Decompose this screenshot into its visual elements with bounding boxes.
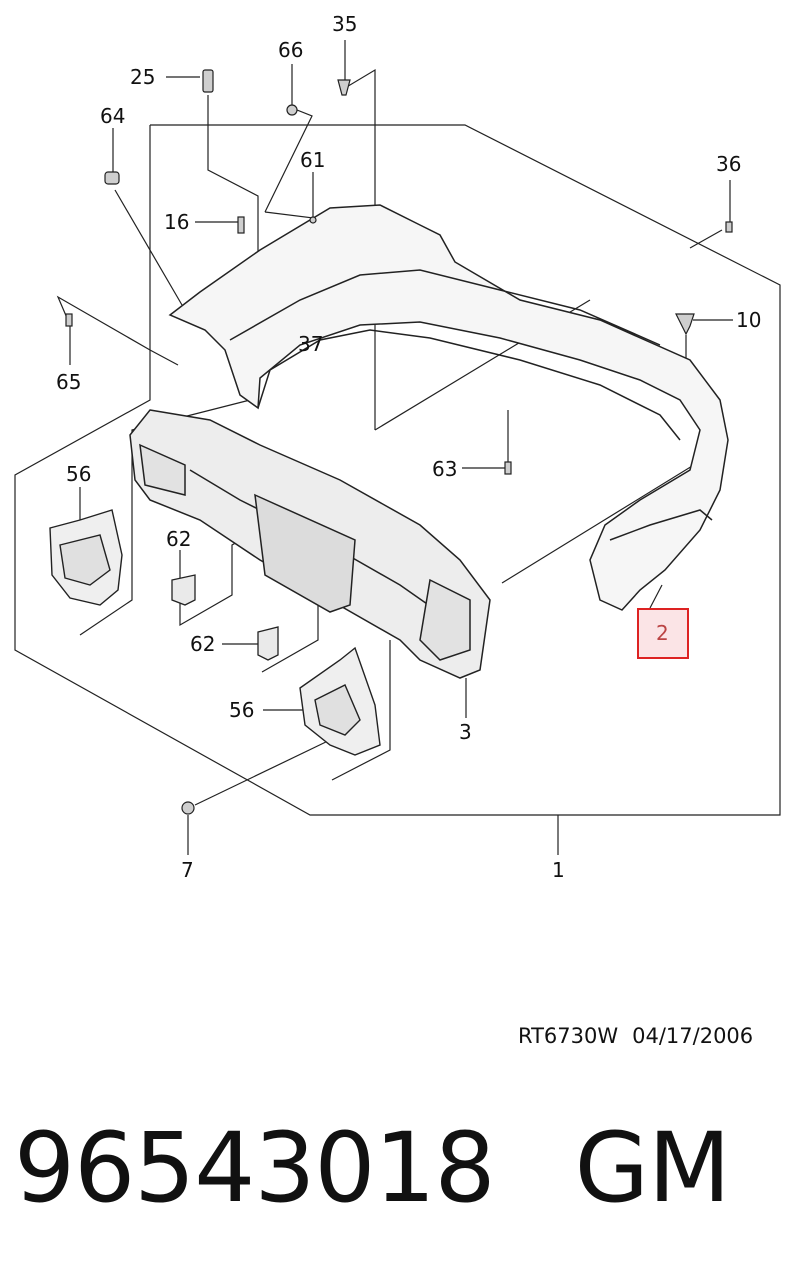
leader-7b [194, 739, 331, 806]
rivet-61 [309, 216, 317, 224]
callout-62-lower: 62 [190, 632, 215, 656]
drawing-code: RT6730W [518, 1024, 619, 1048]
clip-62a-shape [171, 574, 196, 606]
leader-56a-box [79, 399, 251, 636]
callout-62-upper: 62 [166, 527, 191, 551]
callout-66: 66 [278, 38, 303, 62]
callout-3: 3 [459, 720, 472, 744]
clip-35 [337, 79, 351, 96]
drawing-code-footer: RT6730W 04/17/2006 [518, 1024, 753, 1048]
highlight-box-2 [637, 608, 689, 659]
bumper-fascia [168, 204, 729, 611]
fasteners [65, 69, 733, 815]
brand-name: GM [574, 1112, 731, 1224]
nut-66 [286, 104, 298, 116]
bracket-56a-shape [49, 509, 123, 606]
callout-2: 2 [656, 621, 669, 645]
bumper-absorber [129, 409, 491, 679]
bracket-56b-shape [299, 646, 381, 756]
callout-16: 16 [164, 210, 189, 234]
callout-56-lower: 56 [229, 698, 254, 722]
callout-35: 35 [332, 12, 357, 36]
callout-25: 25 [130, 65, 155, 89]
leader-64b [114, 189, 183, 306]
leader-62b-box [261, 595, 319, 673]
callout-10: 10 [736, 308, 761, 332]
callout-36: 36 [716, 152, 741, 176]
leader-36b [689, 229, 723, 249]
callout-56-upper: 56 [66, 462, 91, 486]
callout-7: 7 [181, 858, 194, 882]
leader-65 [56, 295, 179, 366]
screw-63 [504, 461, 512, 475]
callout-64: 64 [100, 104, 125, 128]
callout-1: 1 [552, 858, 565, 882]
bolt-25 [202, 69, 214, 93]
leader-diag-right [501, 454, 711, 584]
leader-66 [264, 64, 313, 213]
leader-25b [207, 95, 259, 255]
callout-37: 37 [298, 332, 323, 356]
callout-65: 65 [56, 370, 81, 394]
pushpin-10 [675, 313, 695, 336]
nut-7 [181, 801, 195, 815]
leader-2 [649, 584, 663, 609]
leader-56b-box [331, 640, 391, 781]
clip-62b-shape [257, 626, 279, 661]
part-number: 96543018 [14, 1112, 496, 1224]
screw-65 [65, 313, 73, 327]
screw-16 [237, 216, 245, 234]
part-number-banner: 96543018 GM [14, 1112, 731, 1224]
nut-64 [104, 171, 120, 185]
leader-61 [264, 172, 314, 219]
drawing-date: 04/17/2006 [632, 1024, 754, 1048]
assembly-outline [14, 124, 781, 816]
callout-61: 61 [300, 148, 325, 172]
exploded-parts-diagram: 35 66 25 64 61 36 16 10 37 65 63 56 62 6… [14, 12, 781, 882]
callout-63: 63 [432, 457, 457, 481]
screw-36 [725, 221, 733, 233]
